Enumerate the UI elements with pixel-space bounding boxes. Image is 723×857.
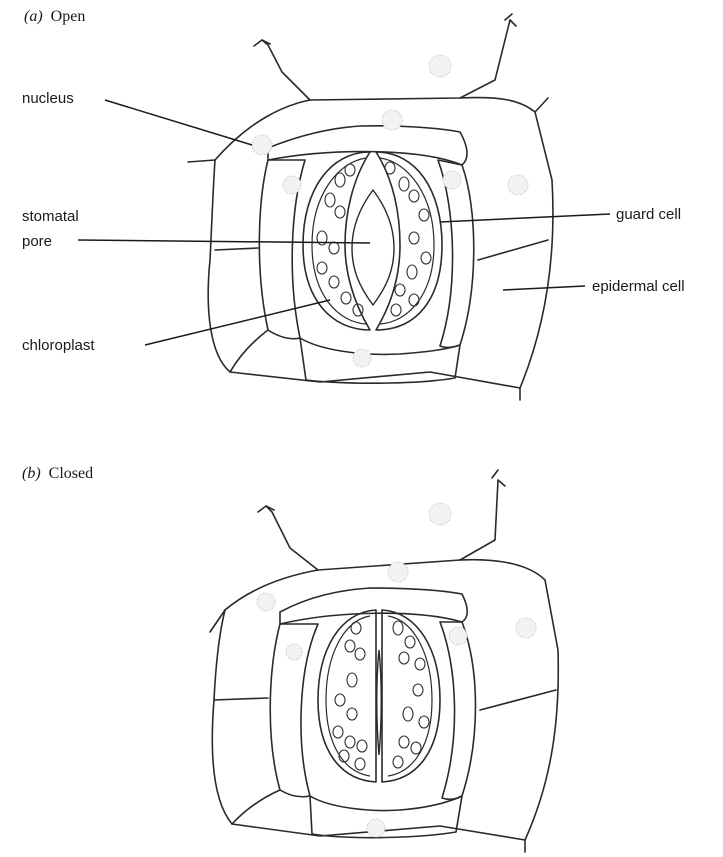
chloroplast [409,232,419,244]
chloroplast [335,173,345,187]
chloroplast [403,707,413,721]
chloroplast [333,726,343,738]
nucleus [449,627,467,645]
chloroplast [335,206,345,218]
panel-open: (a) Open [22,8,685,400]
chloroplast [419,209,429,221]
chloroplast [335,694,345,706]
chloroplast [347,708,357,720]
guard-cells-open [303,152,442,330]
chloroplast [329,242,339,254]
leader-chloroplast [145,300,330,345]
chloroplast [347,673,357,687]
nucleus [367,819,385,837]
nucleus [429,503,451,525]
chloroplast [355,648,365,660]
nucleus [508,175,528,195]
chloroplast [419,716,429,728]
nucleus [443,171,461,189]
nucleus [388,562,408,582]
nucleus [283,176,301,194]
label-stomatal: stomatal [22,208,79,225]
leader-nucleus [105,100,252,145]
chloroplast [351,622,361,634]
chloroplast [329,276,339,288]
chloroplast [317,262,327,274]
stomatal-pore-open [352,190,394,305]
leader-guard-cell [440,214,610,222]
chloroplast [399,736,409,748]
nucleus [257,593,275,611]
chloroplast [345,164,355,176]
chloroplast [393,756,403,768]
annotations-open: nucleus stomatal pore chloroplast guard … [22,90,685,354]
nuclei-closed [257,503,536,837]
nucleus [516,618,536,638]
chloroplast [399,177,409,191]
chloroplast [385,162,395,174]
label-guard-cell: guard cell [616,206,681,223]
nuclei-open [252,55,528,367]
panel-closed-title: (b) Closed [22,465,93,482]
chloroplast [411,742,421,754]
chloroplast [421,252,431,264]
nucleus [252,135,272,155]
chloroplast [345,736,355,748]
chloroplast [345,640,355,652]
chloroplast [407,265,417,279]
panel-closed: (b) Closed [22,465,558,852]
chloroplast [391,304,401,316]
epidermal-cell-walls-closed [210,470,558,852]
chloroplast [395,284,405,296]
chloroplast [355,758,365,770]
chloroplast [409,294,419,306]
chloroplast [409,190,419,202]
chloroplast [405,636,415,648]
chloroplast [415,658,425,670]
leader-epidermal-cell [503,286,585,290]
chloroplast [399,652,409,664]
label-epidermal-cell: epidermal cell [592,278,685,295]
label-nucleus: nucleus [22,90,74,107]
nucleus [286,644,302,660]
chloroplast [393,621,403,635]
nucleus [353,349,371,367]
label-chloroplast: chloroplast [22,337,95,354]
panel-open-title: (a) Open [24,8,85,25]
nucleus [429,55,451,77]
chloroplast [357,740,367,752]
chloroplast [325,193,335,207]
chloroplast [413,684,423,696]
stomatal-pore-closed [377,650,382,755]
nucleus [382,110,402,130]
chloroplast [341,292,351,304]
label-pore: pore [22,233,52,250]
